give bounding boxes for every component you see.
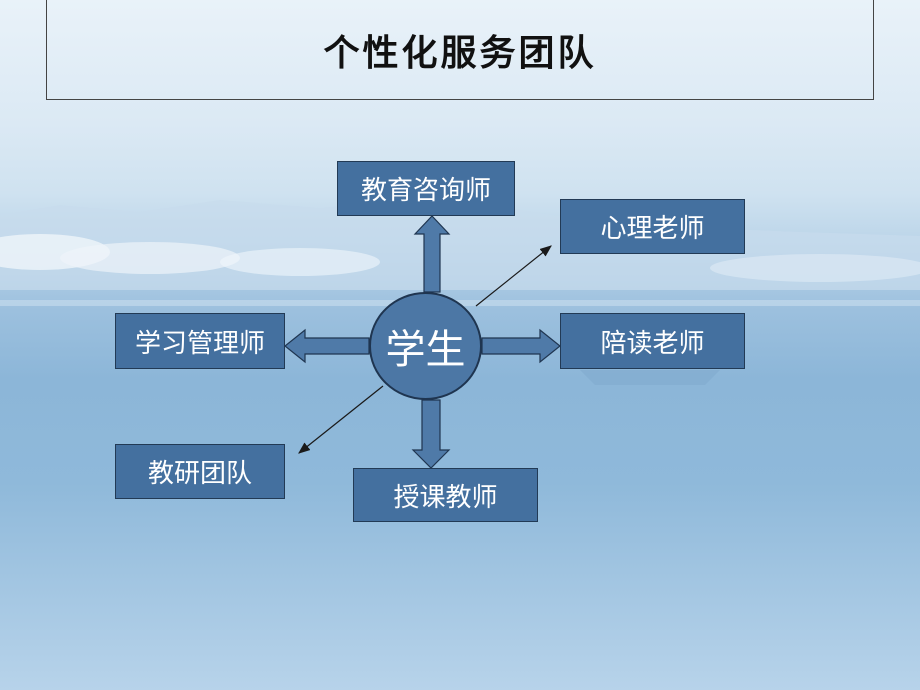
node-psychology-teacher: 心理老师 [560, 199, 745, 254]
node-learning-manager: 学习管理师 [115, 313, 285, 369]
arrow-up [413, 215, 451, 293]
node-study-companion-teacher: 陪读老师 [560, 313, 745, 369]
center-node-student: 学生 [369, 292, 482, 400]
node-education-consultant: 教育咨询师 [337, 161, 515, 216]
arrow-to-top-right [475, 245, 552, 307]
node-lecturer: 授课教师 [353, 468, 538, 522]
node-research-team: 教研团队 [115, 444, 285, 499]
title-box: 个性化服务团队 [46, 0, 874, 100]
page-title: 个性化服务团队 [323, 32, 597, 74]
arrow-down [411, 399, 451, 469]
arrow-left [284, 328, 370, 364]
arrow-to-bottom-left [298, 385, 384, 454]
arrow-right [481, 328, 561, 364]
